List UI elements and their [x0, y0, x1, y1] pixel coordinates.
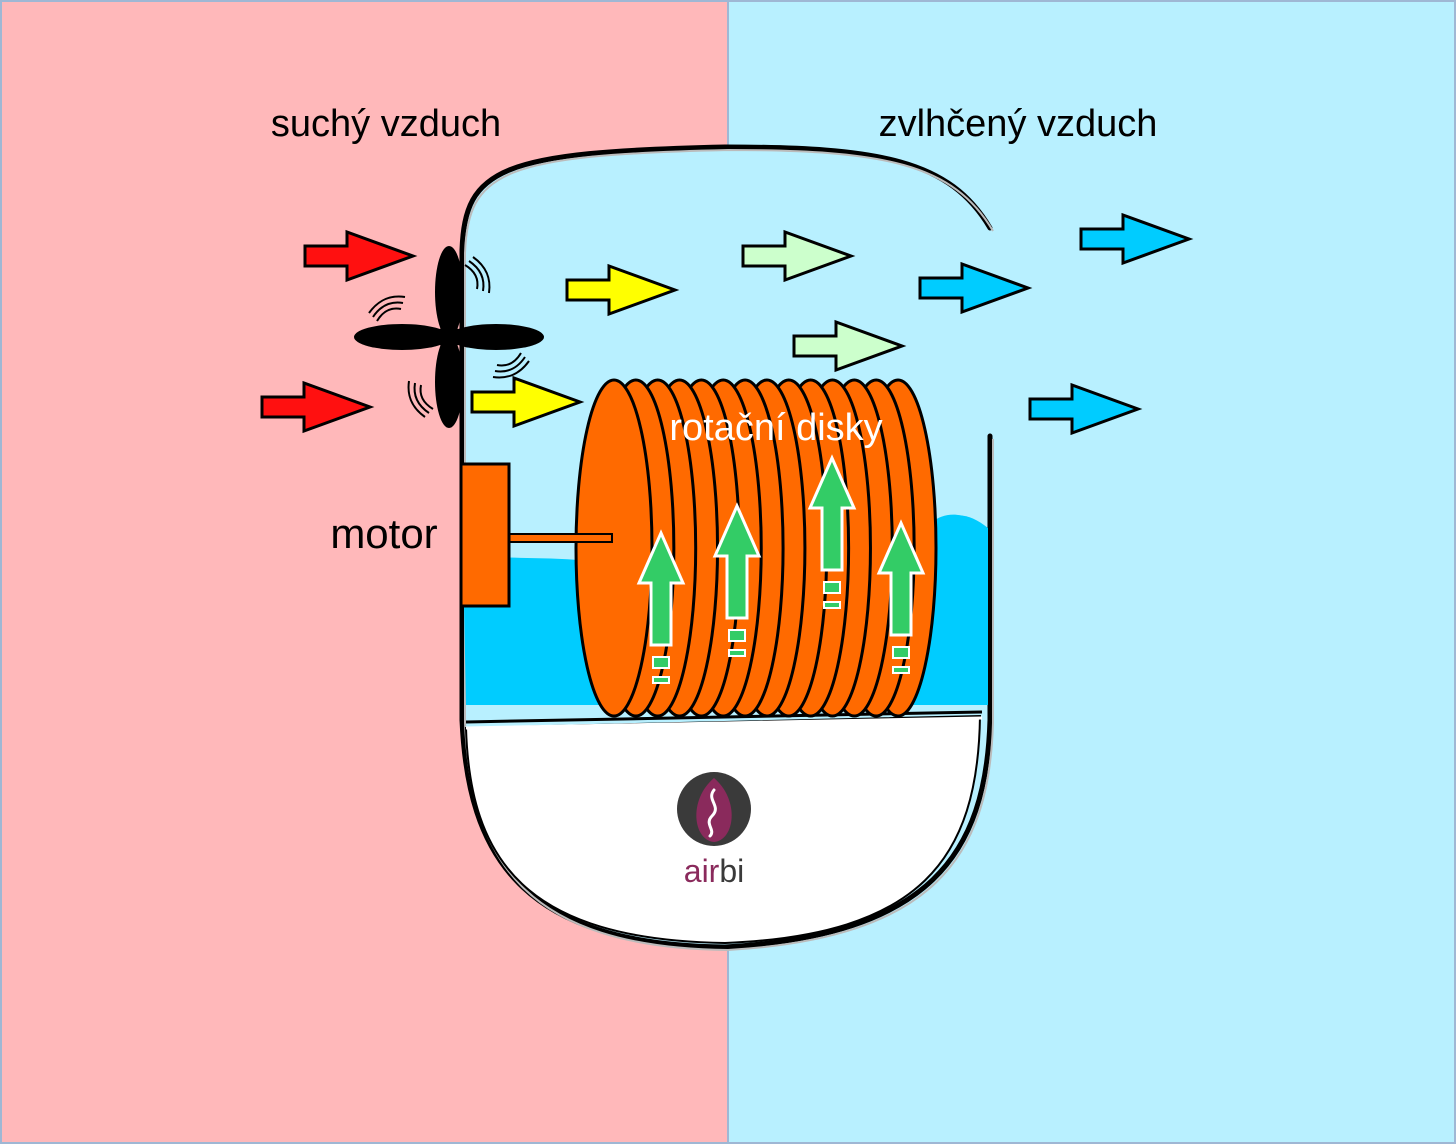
dry-air-label: suchý vzduch [271, 103, 501, 145]
discs-label: rotační disky [669, 407, 882, 449]
logo-text-bi: bi [719, 853, 744, 889]
motor-label: motor [330, 510, 437, 557]
logo-text: airbi [684, 853, 744, 889]
logo-text-air: air [684, 853, 720, 889]
fan-icon [354, 246, 544, 428]
motor-shaft [507, 533, 613, 543]
airbi-logo: airbi [677, 772, 751, 889]
motor-block [459, 462, 511, 608]
disc [574, 378, 654, 718]
humid-air-label: zvlhčený vzduch [879, 103, 1158, 145]
